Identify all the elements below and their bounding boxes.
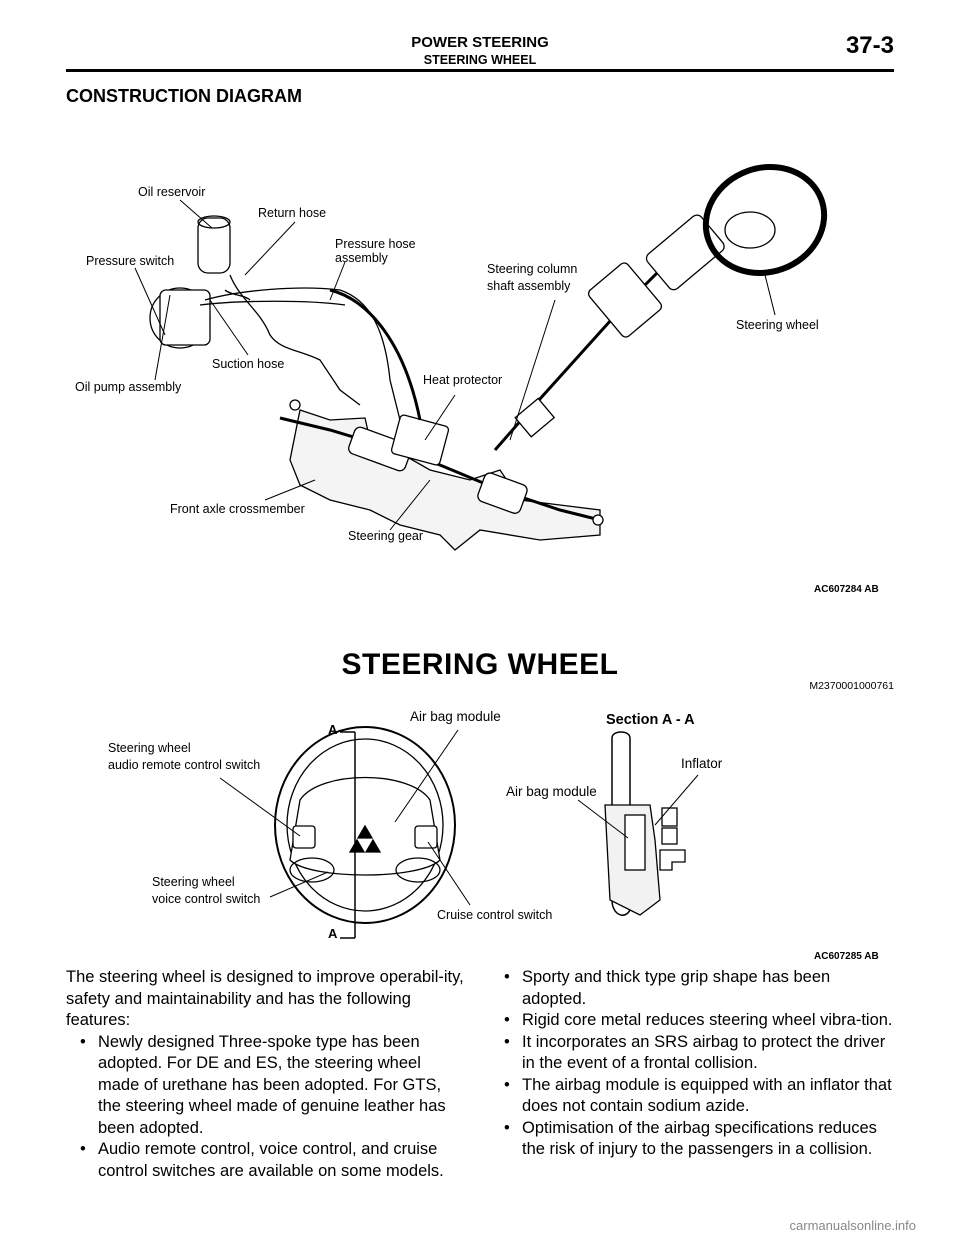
list-item: •It incorporates an SRS airbag to protec…	[504, 1032, 886, 1073]
bullet: •	[504, 1118, 510, 1137]
label-inflator: Inflator	[681, 756, 723, 771]
label-voice-2: voice control switch	[152, 892, 261, 906]
label-suction-hose: Suction hose	[212, 357, 285, 371]
label-front-axle: Front axle crossmember	[170, 502, 305, 516]
page-number: 37-3	[845, 32, 894, 59]
figure-code-2: AC607285 AB	[814, 951, 879, 962]
header-subtitle: STEERING WHEEL	[423, 53, 537, 67]
label-oil-reservoir: Oil reservoir	[138, 185, 206, 199]
list-item: •Optimisation of the airbag specificatio…	[504, 1118, 877, 1159]
label-column-2: shaft assembly	[487, 279, 571, 293]
label-pressure-hose-2: assembly	[335, 251, 388, 265]
right-feature-list: •Sporty and thick type grip shape has be…	[496, 967, 896, 1161]
label-steering-wheel: Steering wheel	[736, 318, 819, 332]
section-marker-top: A	[328, 722, 338, 737]
section-marker-bottom: A	[328, 926, 338, 941]
list-item: •Sporty and thick type grip shape has be…	[504, 968, 831, 1008]
watermark[interactable]: carmanualsonline.info	[789, 1218, 916, 1233]
doc-code: M2370001000761	[809, 680, 894, 692]
label-voice-1: Steering wheel	[152, 875, 235, 889]
label-audio-2: audio remote control switch	[108, 758, 261, 772]
label-steering-gear: Steering gear	[348, 529, 424, 543]
label-return-hose: Return hose	[258, 206, 327, 220]
bullet: •	[504, 1011, 510, 1029]
label-audio-1: Steering wheel	[108, 741, 191, 755]
list-item: •Rigid core metal reduces steering wheel…	[496, 1010, 896, 1032]
label-oil-pump: Oil pump assembly	[75, 380, 182, 394]
section-heading: STEERING WHEEL	[341, 648, 619, 681]
label-cruise: Cruise control switch	[437, 908, 553, 922]
label-heat-protector: Heat protector	[423, 373, 503, 387]
bullet: •	[504, 968, 510, 986]
figure-code-1: AC607284 AB	[814, 584, 879, 595]
header-rule	[66, 69, 894, 72]
bullet: •	[504, 1075, 510, 1094]
list-item: •Audio remote control, voice control, an…	[80, 1140, 444, 1180]
list-item: •The airbag module is equipped with an i…	[504, 1075, 892, 1116]
left-column: The steering wheel is designed to improv…	[66, 967, 466, 1182]
label-pressure-hose-1: Pressure hose	[335, 237, 416, 251]
label-airbag-module-2: Air bag module	[506, 784, 597, 799]
list-item: •Newly designed Three-spoke type has bee…	[80, 1032, 446, 1137]
left-feature-list: •Newly designed Three-spoke type has bee…	[66, 1032, 466, 1183]
label-pressure-switch: Pressure switch	[86, 254, 175, 268]
construction-heading: CONSTRUCTION DIAGRAM	[66, 86, 302, 106]
label-airbag-module: Air bag module	[410, 709, 501, 724]
bullet: •	[504, 1032, 510, 1051]
bullet: •	[80, 1032, 86, 1051]
header-title: POWER STEERING	[411, 34, 549, 51]
right-column: •Sporty and thick type grip shape has be…	[496, 967, 896, 1161]
intro-paragraph: The steering wheel is designed to improv…	[66, 968, 464, 1029]
bullet: •	[80, 1140, 86, 1158]
label-column-1: Steering column	[487, 262, 578, 276]
label-section-aa: Section A - A	[606, 712, 695, 728]
